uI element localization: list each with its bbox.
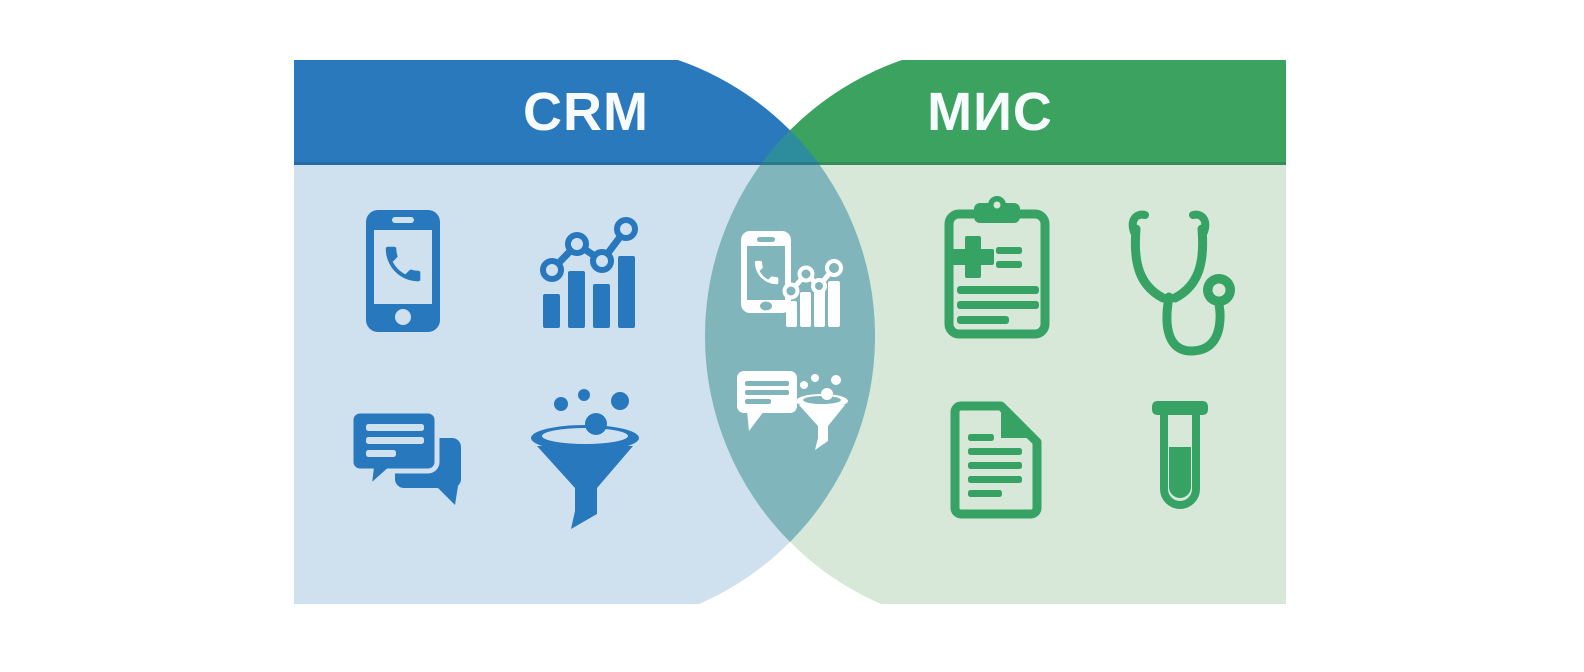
overlap-phone-analytics-icon [741, 231, 843, 327]
bar-chart-icon [540, 217, 638, 328]
header-divider [294, 162, 1286, 165]
chat-icon [348, 408, 461, 505]
crm-header-band [294, 60, 820, 165]
document-icon [950, 401, 1042, 519]
stethoscope-icon [1128, 210, 1235, 356]
panel-regions [294, 60, 1286, 604]
mis-header-band [760, 60, 1286, 165]
test-tube-icon [1152, 401, 1208, 509]
mis-title: МИС [927, 82, 1053, 142]
crm-title: CRM [523, 82, 649, 142]
overlap-chat-funnel-icon [737, 371, 848, 450]
phone-icon [366, 210, 440, 332]
overlap-header-region [760, 130, 820, 165]
funnel-icon [531, 389, 639, 529]
medical-clipboard-icon [944, 196, 1050, 339]
